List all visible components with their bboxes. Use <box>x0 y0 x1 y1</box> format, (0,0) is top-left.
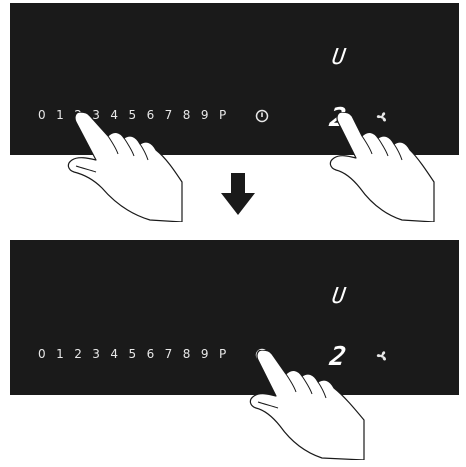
scale-digit[interactable]: 8 <box>182 347 191 361</box>
power-level-scale-bottom[interactable]: 0 1 2 3 4 5 6 7 8 9 P <box>38 347 237 361</box>
arrow-down-icon <box>221 173 255 215</box>
scale-digit[interactable]: 3 <box>92 108 100 122</box>
pointing-hand <box>249 350 365 460</box>
scale-digit[interactable]: 7 <box>164 347 173 361</box>
scale-digit[interactable]: 0 <box>38 347 46 361</box>
display-upper: U <box>330 45 348 70</box>
scale-boost[interactable]: P <box>218 347 227 361</box>
scale-digit[interactable]: 0 <box>38 108 46 122</box>
pointing-hand <box>67 112 183 222</box>
scale-digit[interactable]: 1 <box>56 347 64 361</box>
power-icon[interactable] <box>255 109 269 123</box>
scale-digit[interactable]: 6 <box>146 108 155 122</box>
scale-digit[interactable]: 9 <box>200 347 209 361</box>
scale-boost[interactable]: P <box>218 108 227 122</box>
scale-digit[interactable]: 1 <box>56 108 64 122</box>
scale-digit[interactable]: 8 <box>182 108 191 122</box>
scale-digit[interactable]: 9 <box>200 108 209 122</box>
fan-icon[interactable] <box>375 110 389 124</box>
display-upper: U <box>330 284 348 309</box>
scale-digit[interactable]: 5 <box>128 347 137 361</box>
pointing-hand <box>329 112 435 222</box>
scale-digit[interactable]: 5 <box>128 108 137 122</box>
scale-digit[interactable]: 2 <box>74 347 82 361</box>
scale-digit[interactable]: 6 <box>146 347 155 361</box>
scale-digit[interactable]: 7 <box>164 108 173 122</box>
scale-digit[interactable]: 3 <box>92 347 100 361</box>
control-panel-bottom: 0 1 2 3 4 5 6 7 8 9 P U 2 <box>10 240 459 395</box>
fan-icon[interactable] <box>375 349 389 363</box>
scale-digit[interactable]: 4 <box>110 108 119 122</box>
scale-digit[interactable]: 4 <box>110 347 119 361</box>
